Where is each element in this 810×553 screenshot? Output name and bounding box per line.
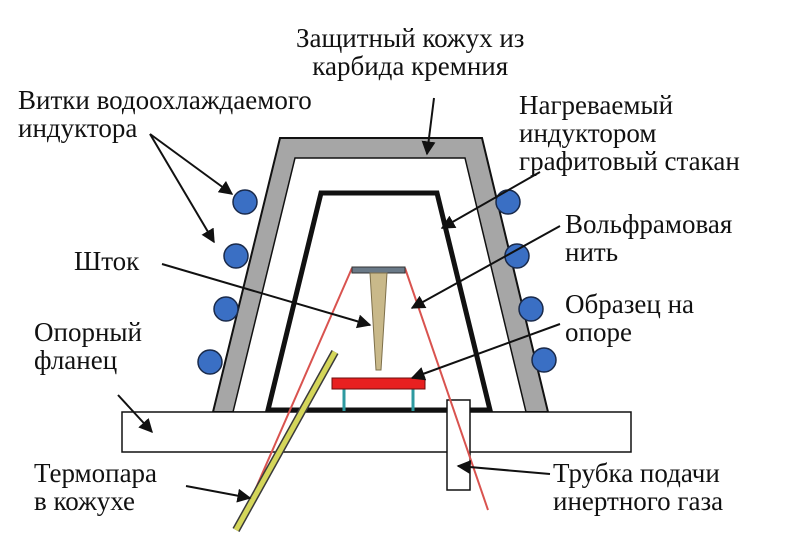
label-crucible-line-2: индуктором (519, 118, 657, 148)
label-sample: Образец на опоре (565, 290, 694, 346)
label-thermocouple-line-1: Термопара (34, 458, 158, 488)
arrow-filament (410, 225, 561, 309)
label-thermocouple-line-2: в кожухе (34, 486, 136, 516)
label-coils: Витки водоохлаждаемого индуктора (18, 86, 312, 142)
label-coils-line-2: индуктора (18, 113, 138, 143)
coil-left-4 (197, 349, 223, 375)
label-coils-line-1: Витки водоохлаждаемого (18, 85, 312, 115)
arrow-flange (117, 394, 153, 434)
arrow-rod (161, 263, 372, 329)
sample-support (331, 377, 426, 390)
label-shield: Защитный кожух из карбида кремния (296, 24, 524, 80)
label-filament-line-2: нить (565, 237, 619, 267)
arrow-shield (421, 97, 436, 156)
label-gas-tube-line-2: инертного газа (553, 486, 724, 516)
thermocouple (233, 350, 338, 532)
label-sample-line-2: опоре (565, 317, 632, 347)
coil-left-3 (213, 296, 239, 322)
coil-turn-icon (197, 189, 557, 375)
coil-right-2 (504, 243, 530, 269)
label-flange: Опорный фланец (34, 318, 142, 374)
leader-arrows (117, 97, 561, 503)
arrow-thermocouple (185, 485, 252, 503)
label-thermocouple: Термопара в кожухе (34, 459, 157, 515)
coil-left-1 (232, 189, 258, 215)
rod (369, 272, 388, 371)
arrow-sample (410, 323, 561, 381)
arrow-coils-1 (149, 133, 234, 195)
label-flange-line-2: фланец (34, 345, 118, 375)
label-flange-line-1: Опорный (34, 317, 142, 347)
label-filament-line-1: Вольфрамовая (565, 209, 733, 239)
label-gas-tube-line-1: Трубка подачи (553, 458, 720, 488)
label-crucible-line-1: Нагреваемый (519, 90, 674, 120)
label-shield-line-1: Защитный кожух из (296, 23, 525, 53)
label-crucible: Нагреваемый индуктором графитовый стакан (519, 91, 740, 175)
label-shield-line-2: карбида кремния (312, 51, 509, 81)
arrow-gas-tube (456, 460, 551, 475)
coil-right-4 (531, 347, 557, 373)
coil-right-1 (495, 189, 521, 215)
label-crucible-line-3: графитовый стакан (519, 146, 740, 176)
coil-right-3 (518, 296, 544, 322)
label-rod-line-1: Шток (74, 246, 140, 276)
filament-left (241, 267, 353, 521)
base-flange (121, 411, 632, 453)
label-gas-tube: Трубка подачи инертного газа (553, 459, 723, 515)
label-filament: Вольфрамовая нить (565, 210, 732, 266)
label-sample-line-1: Образец на (565, 289, 695, 319)
rod-top-plate (351, 266, 406, 274)
coil-left-2 (223, 243, 249, 269)
label-rod: Шток (74, 247, 139, 275)
arrow-crucible (440, 171, 541, 229)
arrow-coils-2 (149, 133, 215, 244)
